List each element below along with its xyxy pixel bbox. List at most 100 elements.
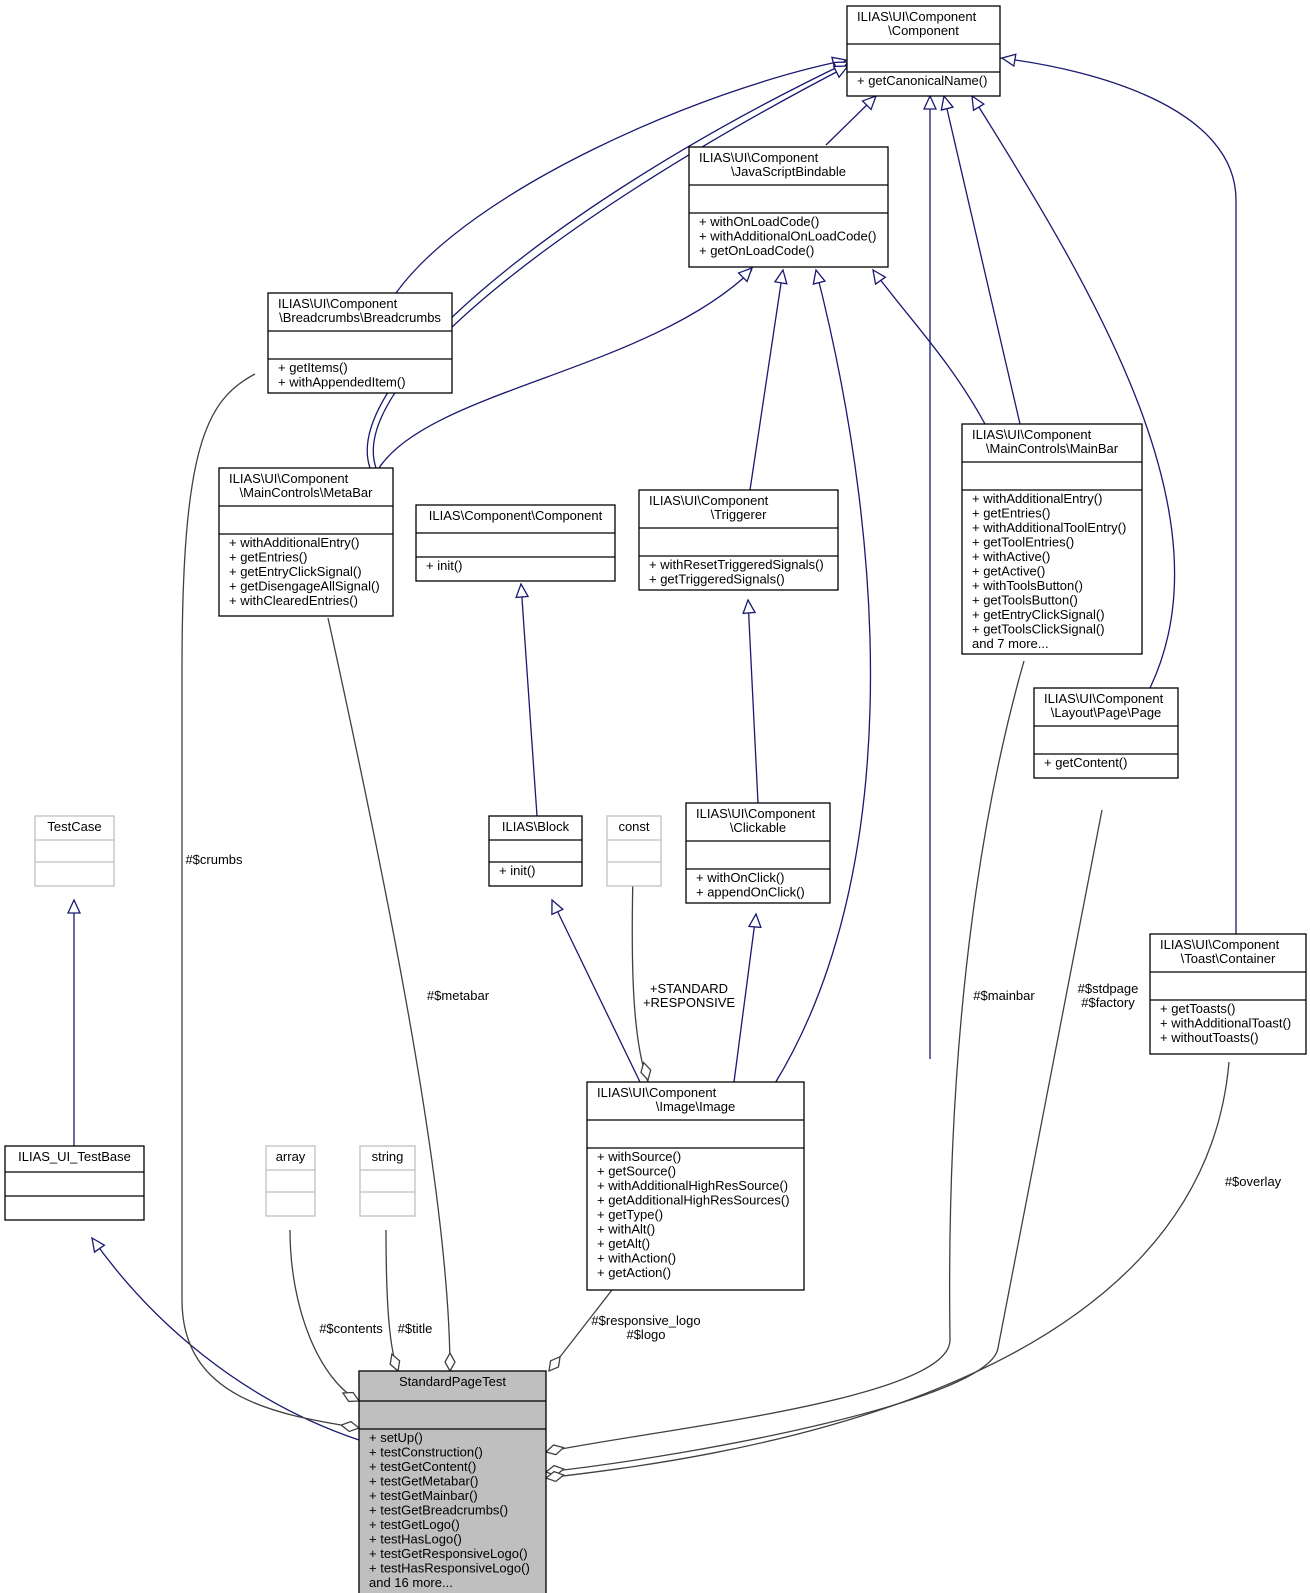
aggregation-diamond (544, 1470, 566, 1483)
class-node-mainbar[interactable]: ILIAS\UI\Component\MainControls\MainBar +… (961, 423, 1143, 655)
class-method: + testConstruction() (369, 1445, 483, 1460)
class-name-line: \MainControls\MainBar (986, 441, 1119, 456)
class-method: + getSource() (597, 1164, 676, 1179)
class-node-toast[interactable]: ILIAS\UI\Component\Toast\Container+ getT… (1149, 933, 1307, 1055)
class-node-const[interactable]: const (606, 815, 662, 887)
class-name-line: ILIAS\UI\Component (696, 806, 816, 821)
class-method: + withResetTriggeredSignals() (649, 557, 824, 572)
inheritance-edge (366, 62, 847, 469)
inheritance-edge (551, 899, 641, 1083)
class-name-line: ILIAS_UI_TestBase (18, 1149, 131, 1164)
class-method: + setUp() (369, 1430, 423, 1445)
aggregation-diamond (640, 1061, 652, 1082)
aggregation-edge (545, 660, 1025, 1453)
edge-label-stdpage: #$stdpage (1078, 981, 1139, 996)
class-method: + getToolsClickSignal() (972, 622, 1105, 637)
inheritance-edge (520, 583, 538, 817)
class-node-jsbindable[interactable]: ILIAS\UI\Component\JavaScriptBindable + w… (688, 146, 889, 268)
inheritance-edge (372, 65, 849, 469)
edges-layer (66, 53, 1237, 1483)
aggregation-edge (545, 809, 1103, 1473)
class-name-line: \Layout\Page\Page (1051, 705, 1162, 720)
class-node-standardpagetest[interactable]: StandardPageTest + setUp()+ testConstruct… (358, 1370, 547, 1593)
inheritance-edge (773, 269, 872, 1086)
aggregation-edge (181, 373, 360, 1429)
class-method: + withAdditionalEntry() (972, 491, 1102, 506)
aggregation-diamond (341, 1391, 361, 1403)
class-node-breadcrumbs[interactable]: ILIAS\UI\Component\Breadcrumbs\Breadcrum… (267, 292, 453, 394)
class-node-testcase[interactable]: TestCase (34, 815, 115, 887)
inheritance-arrowhead (747, 912, 762, 929)
class-method: + getEntryClickSignal() (229, 564, 362, 579)
class-box (358, 1370, 547, 1593)
class-node-string[interactable]: string (359, 1145, 416, 1217)
aggregation-diamond (389, 1352, 401, 1373)
class-method: + getEntryClickSignal() (972, 607, 1105, 622)
class-method: + init() (499, 863, 535, 878)
class-name-line: array (276, 1149, 306, 1164)
class-box (606, 815, 662, 887)
class-method: + withActive() (972, 549, 1050, 564)
inheritance-edge (971, 95, 1176, 689)
class-method: + withAdditionalOnLoadCode() (699, 229, 876, 244)
class-box (1149, 933, 1307, 1055)
class-method: + getActive() (972, 564, 1045, 579)
class-box (685, 802, 831, 904)
inheritance-edge (999, 57, 1237, 934)
inheritance-arrowhead (971, 94, 986, 112)
inheritance-arrowhead (812, 268, 827, 285)
class-name-line: StandardPageTest (399, 1374, 506, 1389)
class-box (488, 815, 583, 887)
class-node-metabar[interactable]: ILIAS\UI\Component\MainControls\MetaBar+… (218, 467, 394, 617)
edge-label-logo: #$logo (626, 1327, 665, 1342)
class-method: + withAdditionalHighResSource() (597, 1178, 788, 1193)
class-method: + getEntries() (229, 550, 307, 565)
class-node-block[interactable]: ILIAS\Block+ init() (488, 815, 583, 887)
class-node-component[interactable]: ILIAS\UI\Component\Component+ getCanonic… (846, 5, 1001, 97)
class-method: + withAdditionalToolEntry() (972, 520, 1126, 535)
class-method: + getItems() (278, 360, 348, 375)
class-method: + getCanonicalName() (857, 73, 987, 88)
class-name-line: \JavaScriptBindable (731, 164, 846, 179)
class-name-line: ILIAS\UI\Component (972, 427, 1092, 442)
class-node-testbase[interactable]: ILIAS_UI_TestBase (4, 1145, 145, 1221)
inheritance-arrowhead (91, 1236, 106, 1254)
class-name-line: ILIAS\UI\Component (699, 150, 819, 165)
edge-label-title: #$title (398, 1321, 433, 1336)
aggregation-edge (327, 617, 451, 1372)
class-name-line: \MainControls\MetaBar (240, 485, 374, 500)
edge-labels-layer: #$crumbs#$metabar#$mainbar#$stdpage#$fac… (185, 852, 1281, 1342)
class-method: + withClearedEntries() (229, 593, 358, 608)
class-node-page[interactable]: ILIAS\UI\Component\Layout\Page\Page + get… (1033, 687, 1179, 779)
class-method: + testGetResponsiveLogo() (369, 1546, 528, 1561)
class-box (265, 1145, 316, 1217)
class-node-ilcomponent[interactable]: ILIAS\Component\Component+ init() (415, 504, 616, 582)
class-method: + getContent() (1044, 755, 1127, 770)
class-box (359, 1145, 416, 1217)
class-box (1033, 687, 1179, 779)
edge-label-standard: +STANDARD (650, 981, 728, 996)
class-method: + testGetBreadcrumbs() (369, 1503, 508, 1518)
class-node-array[interactable]: array (265, 1145, 316, 1217)
class-name-line: ILIAS\UI\Component (649, 493, 769, 508)
inheritance-arrowhead (832, 65, 850, 79)
class-box (4, 1145, 145, 1221)
class-method: + withAlt() (597, 1222, 655, 1237)
class-method: + getType() (597, 1207, 663, 1222)
edge-label-metabar: #$metabar (427, 988, 490, 1003)
edge-label-standard: +RESPONSIVE (643, 995, 735, 1010)
edge-label-overlay: #$overlay (1225, 1174, 1282, 1189)
class-node-image[interactable]: ILIAS\UI\Component\Image\Image+ withSour… (586, 1081, 805, 1291)
class-method: + getAlt() (597, 1236, 650, 1251)
inheritance-edge (747, 599, 759, 804)
class-node-clickable[interactable]: ILIAS\UI\Component\Clickable+ withOnClic… (685, 802, 831, 904)
inheritance-arrowhead (551, 898, 565, 916)
class-method: + withAction() (597, 1251, 676, 1266)
class-method: + getOnLoadCode() (699, 243, 814, 258)
class-name-line: ILIAS\UI\Component (1044, 691, 1164, 706)
class-box (688, 146, 889, 268)
aggregation-edge (545, 1061, 1230, 1479)
inheritance-edge (749, 269, 784, 491)
edge-label-stdpage: #$factory (1081, 995, 1135, 1010)
class-node-triggerer[interactable]: ILIAS\UI\Component\Triggerer+ withResetT… (638, 489, 839, 591)
